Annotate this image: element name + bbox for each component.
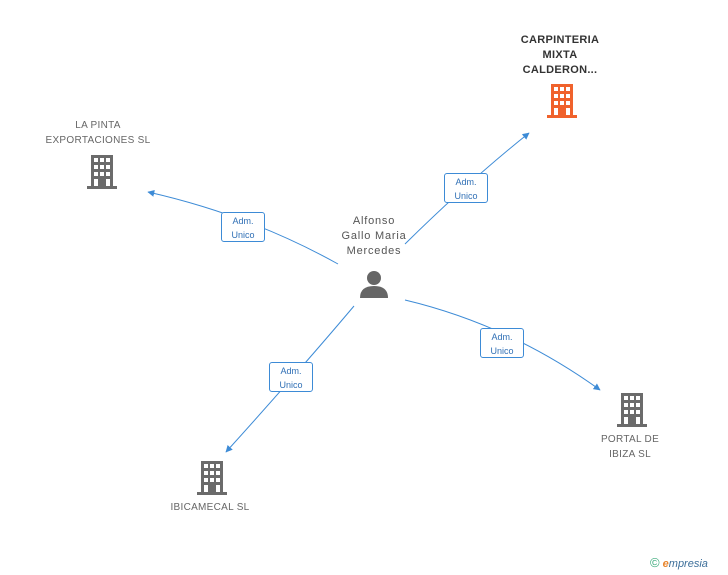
relation-label-lapinta[interactable]: Adm. Unico <box>221 212 265 242</box>
building-icon-lapinta[interactable] <box>87 155 117 189</box>
company-label-lapinta[interactable]: LA PINTA EXPORTACIONES SL <box>45 120 151 146</box>
company-label-carpinteria[interactable]: CARPINTERIA MIXTA CALDERON... <box>520 34 600 76</box>
building-icon-ibicamecal[interactable] <box>197 461 227 495</box>
relation-label-carpinteria[interactable]: Adm. Unico <box>444 173 488 203</box>
brand-logo: © empresia <box>650 555 708 570</box>
brand-name: mpresia <box>668 558 708 570</box>
person-icon[interactable] <box>360 271 388 298</box>
copyright-icon: © <box>650 555 660 570</box>
relation-label-ibicamecal[interactable]: Adm. Unico <box>269 362 313 392</box>
building-icon-portal[interactable] <box>617 393 647 427</box>
company-label-ibicamecal[interactable]: IBICAMECAL SL <box>170 502 250 513</box>
relation-label-portal[interactable]: Adm. Unico <box>480 328 524 358</box>
person-label[interactable]: Alfonso Gallo Maria Mercedes <box>341 215 407 257</box>
building-icon-carpinteria[interactable] <box>547 84 577 118</box>
company-label-portal[interactable]: PORTAL DE IBIZA SL <box>600 434 660 460</box>
brand-e: e <box>662 558 669 570</box>
